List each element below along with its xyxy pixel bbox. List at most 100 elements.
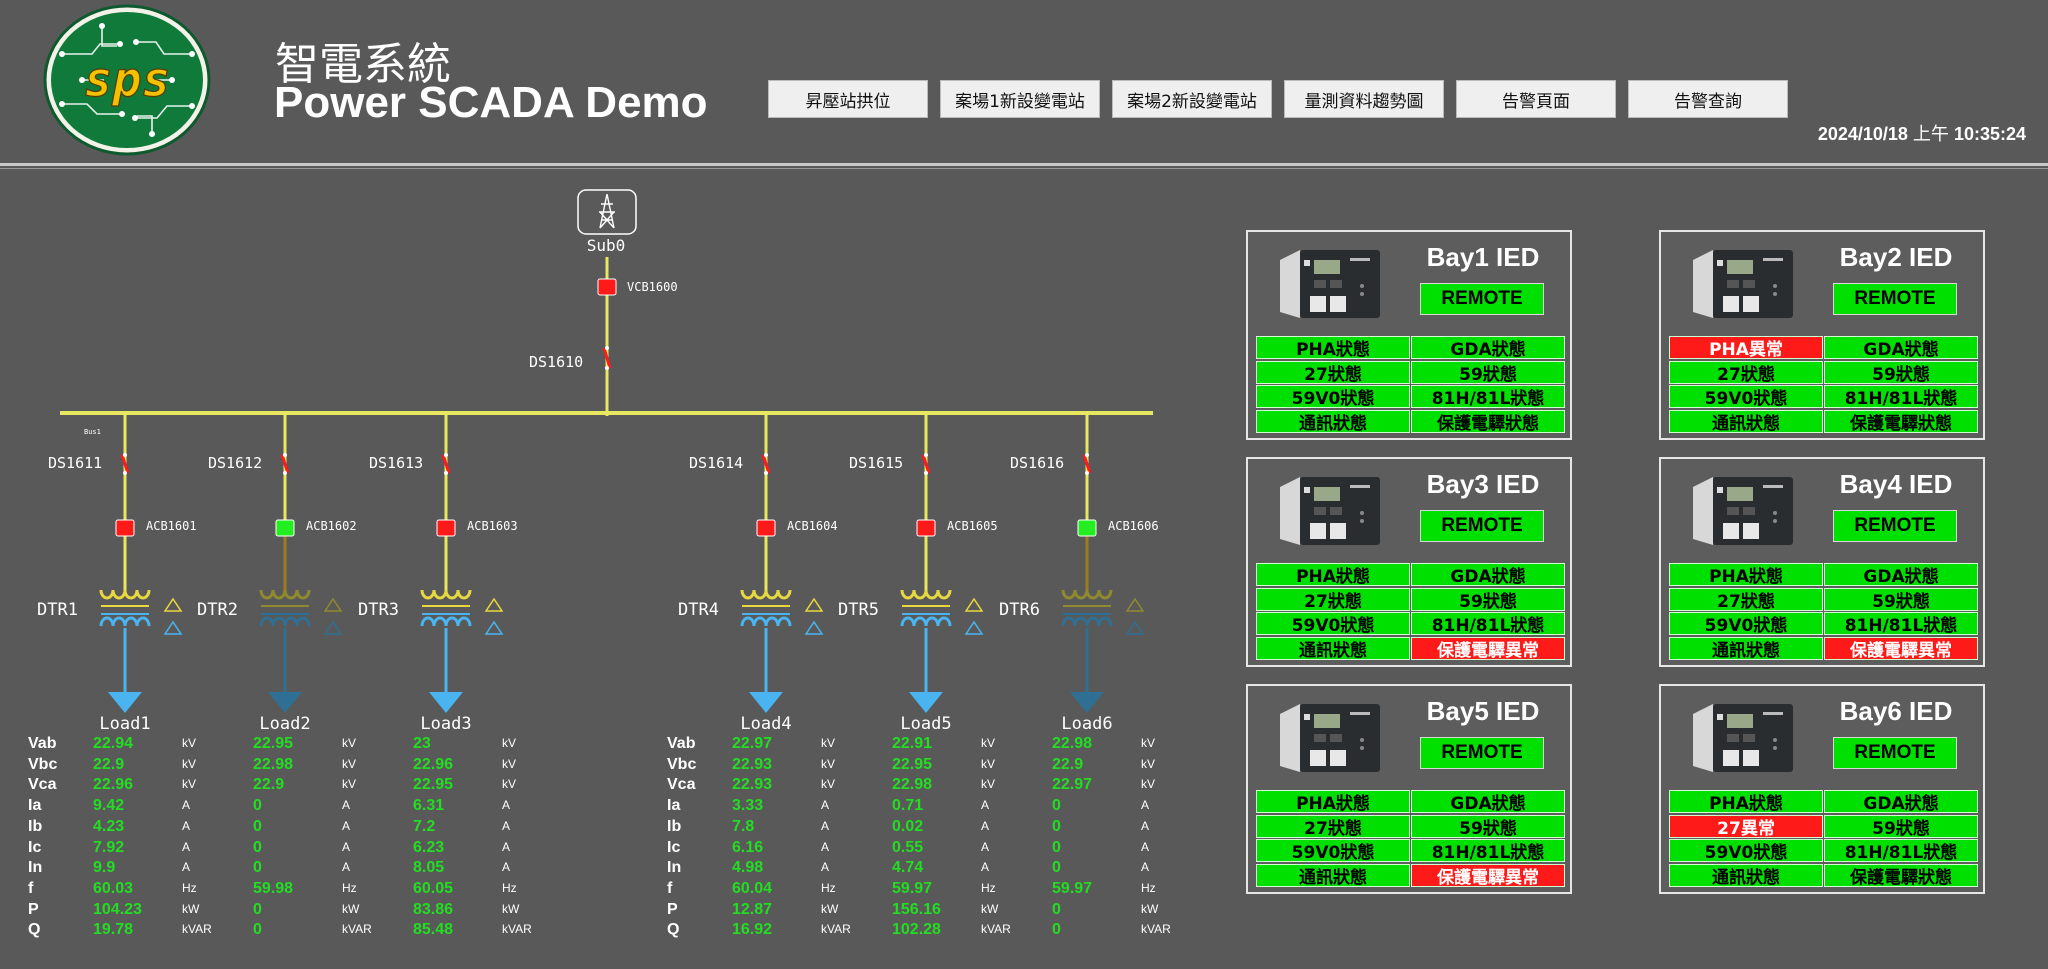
ied-status-cell: 59狀態 xyxy=(1824,587,1978,612)
measurement-unit: kVAR xyxy=(342,922,372,937)
measurement-unit: A xyxy=(1141,860,1150,875)
nav-button-trend-chart[interactable]: 量測資料趨勢圖 xyxy=(1284,80,1444,118)
ied-status-cell: 通訊狀態 xyxy=(1669,409,1823,434)
delta-icon xyxy=(163,620,183,635)
measurement-unit: kV xyxy=(182,756,197,771)
measurement-value: 3.33 xyxy=(732,797,764,815)
substation-sub0[interactable]: Sub0 xyxy=(577,189,637,255)
header-divider xyxy=(0,163,2048,166)
ied-title: Bay6 IED xyxy=(1839,696,1953,726)
disconnect-switch-ds1616[interactable] xyxy=(1082,453,1092,475)
ds1610-switch[interactable] xyxy=(602,346,612,370)
measurement-unit: A xyxy=(502,839,511,854)
remote-mode-button[interactable]: REMOTE xyxy=(1833,510,1957,542)
measurement-unit: kV xyxy=(502,736,517,750)
breaker-acb1603[interactable] xyxy=(436,519,456,537)
measurement-unit: kVAR xyxy=(821,922,851,937)
ied-status-cell: 保護電驛異常 xyxy=(1411,636,1565,661)
measurement-value: 0 xyxy=(1052,859,1061,877)
load-label: Load6 xyxy=(1061,714,1112,730)
logo-text: sps xyxy=(84,52,171,108)
measurement-value: 6.31 xyxy=(413,797,445,815)
nav-button-site2-substation[interactable]: 案場2新設變電站 xyxy=(1112,80,1272,118)
ied-title: Bay1 IED xyxy=(1426,242,1540,272)
measurement-unit: kW xyxy=(502,901,520,916)
vcb1600-label: VCB1600 xyxy=(627,280,678,294)
disconnect-switch-ds1615[interactable] xyxy=(921,453,931,475)
ied-status-cell: GDA狀態 xyxy=(1411,563,1565,587)
transformer-dtr2[interactable] xyxy=(259,589,311,627)
measurement-unit: Hz xyxy=(821,880,836,895)
disconnect-switch-ds1612[interactable] xyxy=(280,453,290,475)
breaker-acb1604[interactable] xyxy=(756,519,776,537)
measurement-label: f xyxy=(667,879,673,897)
breaker-acb1606[interactable] xyxy=(1077,519,1097,537)
measurement-label: Vca xyxy=(28,776,57,794)
measurement-unit: A xyxy=(182,798,191,813)
measurement-label: Ib xyxy=(28,817,43,835)
measurement-value: 22.98 xyxy=(253,755,294,773)
acb-label: ACB1605 xyxy=(947,519,998,533)
ied-status-cell: 保護電驛異常 xyxy=(1824,636,1978,661)
nav-button-booster-station[interactable]: 昇壓站拱位 xyxy=(768,80,928,118)
nav-button-alarm-page[interactable]: 告警頁面 xyxy=(1456,80,1616,118)
ied-status-cell: PHA狀態 xyxy=(1256,790,1410,814)
remote-mode-button[interactable]: REMOTE xyxy=(1420,283,1544,315)
measurement-value: 8.05 xyxy=(413,859,445,877)
ds-label: DS1616 xyxy=(1010,454,1064,472)
disconnect-switch-ds1611[interactable] xyxy=(120,453,130,475)
ied-status-cell: 27狀態 xyxy=(1669,360,1823,385)
measurement-value: 22.98 xyxy=(1052,735,1093,752)
acb-label: ACB1602 xyxy=(306,519,357,533)
measurement-unit: kV xyxy=(1141,756,1156,771)
app-title-chinese: 智電系統 xyxy=(275,39,451,90)
transformer-dtr3[interactable] xyxy=(420,589,472,627)
ied-title: Bay2 IED xyxy=(1839,242,1953,272)
transformer-dtr4[interactable] xyxy=(740,589,792,627)
measurement-label: In xyxy=(28,859,43,877)
breaker-acb1602[interactable] xyxy=(275,519,295,537)
ied-status-cell: 59V0狀態 xyxy=(1669,839,1823,863)
breaker-acb1601[interactable] xyxy=(115,519,135,537)
transformer-dtr5[interactable] xyxy=(900,589,952,627)
load-arrow-icon xyxy=(429,692,463,713)
measurement-value: 22.96 xyxy=(93,776,134,794)
ied-status-cell: 81H/81L狀態 xyxy=(1824,612,1978,636)
remote-mode-button[interactable]: REMOTE xyxy=(1833,283,1957,315)
measurement-unit: A xyxy=(821,860,830,875)
nav-button-site1-substation[interactable]: 案場1新設變電站 xyxy=(940,80,1100,118)
ied-status-cell: 81H/81L狀態 xyxy=(1411,385,1565,409)
measurement-value: 4.98 xyxy=(732,859,764,877)
remote-mode-button[interactable]: REMOTE xyxy=(1420,737,1544,769)
measurement-value: 0 xyxy=(1052,921,1061,939)
ied-device-icon xyxy=(1693,704,1793,772)
measurement-value: 0 xyxy=(1052,797,1061,815)
delta-icon xyxy=(484,620,504,635)
nav-button-alarm-query[interactable]: 告警查詢 xyxy=(1628,80,1788,118)
disconnect-switch-ds1613[interactable] xyxy=(441,453,451,475)
measurement-unit: A xyxy=(981,860,990,875)
measurement-unit: kV xyxy=(342,777,357,792)
transformer-dtr1[interactable] xyxy=(99,589,151,627)
vcb1600-breaker[interactable] xyxy=(597,278,617,296)
measurement-label: Q xyxy=(28,921,41,939)
remote-mode-button[interactable]: REMOTE xyxy=(1420,510,1544,542)
remote-mode-button[interactable]: REMOTE xyxy=(1833,737,1957,769)
load-label: Load3 xyxy=(420,714,471,730)
transformer-dtr6[interactable] xyxy=(1061,589,1113,627)
ied-status-cell: 27狀態 xyxy=(1256,814,1410,839)
ied-status-cell: 通訊狀態 xyxy=(1256,409,1410,434)
disconnect-switch-ds1614[interactable] xyxy=(761,453,771,475)
measurement-value: 22.9 xyxy=(1052,755,1084,773)
ied-status-cell: 59V0狀態 xyxy=(1256,839,1410,863)
measurement-value: 0 xyxy=(253,817,262,835)
breaker-acb1605[interactable] xyxy=(916,519,936,537)
ds-label: DS1614 xyxy=(689,454,743,472)
